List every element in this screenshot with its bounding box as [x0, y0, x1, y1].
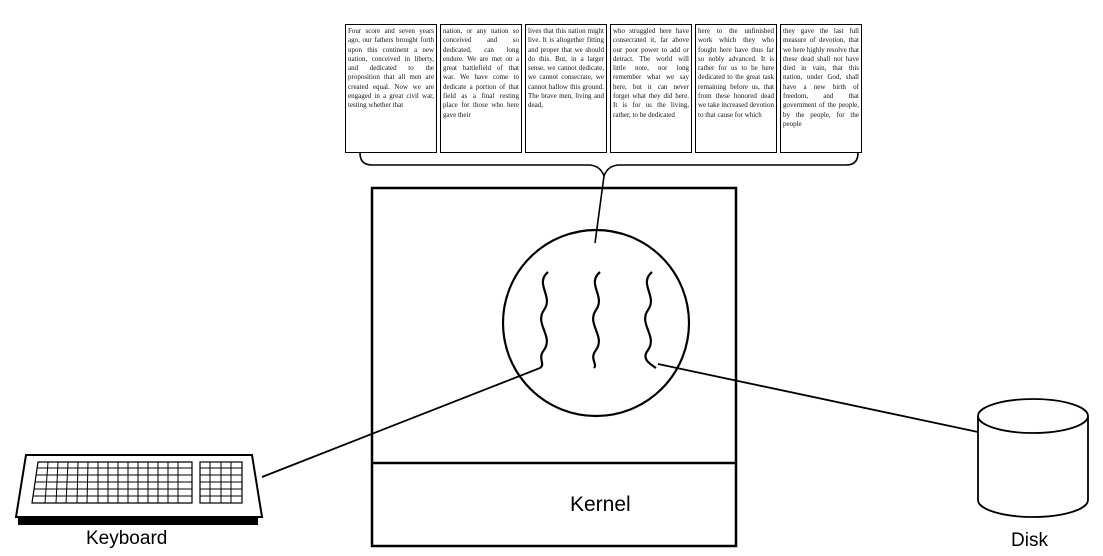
document-page-6: they gave the last full measure of devot…	[780, 24, 862, 153]
keyboard-label: Keyboard	[86, 528, 168, 549]
document-page-3: lives that this nation might live. It is…	[525, 24, 607, 153]
disk-label: Disk	[1011, 530, 1048, 551]
keyboard-icon	[14, 454, 264, 525]
document-page-4: who struggled here have consecrated it, …	[610, 24, 692, 153]
pages-brace	[359, 152, 859, 179]
document-page-1: Four score and seven years ago, our fath…	[345, 24, 437, 153]
process-circle	[501, 228, 691, 418]
computer-box	[370, 186, 738, 548]
brace-connector	[594, 175, 605, 244]
thread-squiggle-3	[644, 271, 657, 369]
document-page-5: here to the unfinished work which they w…	[695, 24, 777, 153]
thread-squiggle-2	[592, 271, 601, 369]
keyboard-connector	[261, 367, 541, 478]
disk-connector	[657, 363, 979, 433]
thread-squiggle-1	[539, 271, 549, 369]
disk-icon	[977, 398, 1089, 518]
document-page-2: nation, or any nation so conceived and s…	[440, 24, 522, 153]
kernel-label: Kernel	[570, 493, 631, 516]
